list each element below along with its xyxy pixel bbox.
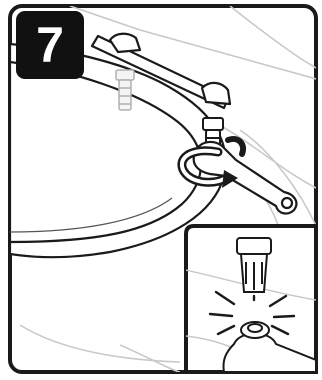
background-bolt	[116, 70, 134, 110]
step-number: 7	[16, 11, 84, 79]
step-badge: 7	[16, 11, 84, 79]
inset-detail-panel	[186, 226, 316, 372]
